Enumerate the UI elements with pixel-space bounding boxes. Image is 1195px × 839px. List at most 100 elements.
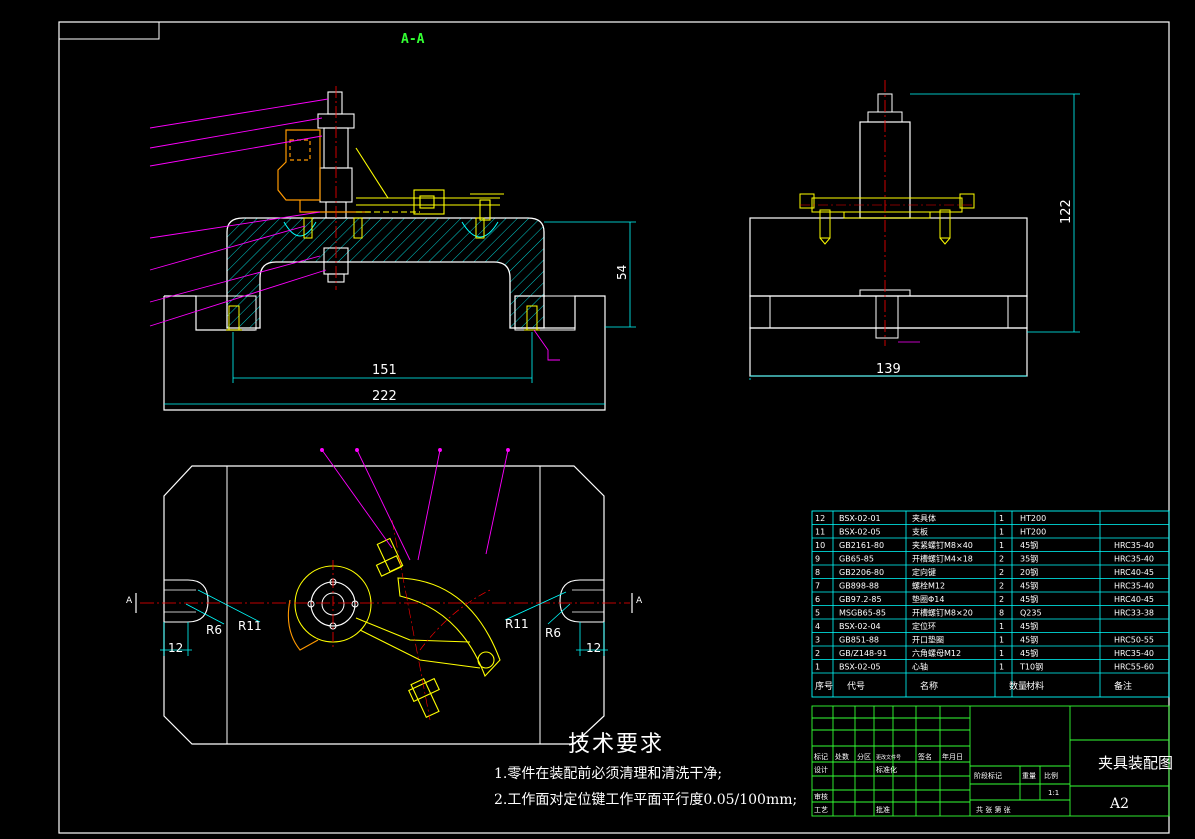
parts-cell-name: 定位环 (912, 621, 936, 631)
parts-cell-name: 开槽螺钉M4×18 (912, 554, 973, 564)
section-mark-left: A (126, 596, 133, 606)
right-foot (514, 295, 576, 331)
dim-front-outer-width: 222 (372, 389, 397, 404)
parts-cell-name: 六角螺母M12 (912, 648, 961, 658)
parts-cell-no: 4 (815, 622, 820, 631)
dim-plan-left-r-large: R11 (238, 619, 262, 633)
parts-cell-material: 45钢 (1020, 581, 1038, 591)
tb-review: 审核 (814, 792, 828, 801)
dim-side-height: 122 (1059, 199, 1074, 224)
parts-cell-code: GB851-88 (839, 636, 879, 645)
parts-cell-code: GB/Z148-91 (839, 649, 887, 658)
plan-leaders (321, 449, 509, 561)
plan-clamp-arm (355, 537, 501, 719)
dim-front-inner-width: 151 (372, 363, 397, 378)
parts-cell-code: GB898-88 (839, 582, 879, 591)
parts-cell-note: HRC35-40 (1114, 541, 1154, 550)
parts-cell-material: 20钢 (1020, 567, 1038, 577)
tb-count: 处数 (835, 752, 849, 761)
dim-plan-left-gap: 12 (168, 641, 183, 655)
parts-cell-no: 10 (815, 541, 825, 550)
parts-cell-code: BSX-02-01 (839, 514, 881, 523)
front-dimensions (164, 221, 636, 405)
tb-ratio: 比例 (1044, 771, 1058, 780)
parts-cell-name: 开槽螺钉M8×20 (912, 608, 973, 618)
parts-cell-code: BSX-02-04 (839, 622, 881, 631)
parts-header-material: 材料 (1026, 680, 1044, 692)
sheet-size: A2 (1109, 796, 1129, 812)
parts-cell-no: 1 (815, 663, 820, 672)
side-body-upper (749, 217, 1028, 297)
parts-cell-name: 心轴 (912, 662, 928, 672)
parts-cell-note: HRC55-60 (1114, 663, 1154, 672)
parts-cell-qty: 2 (999, 555, 1004, 564)
parts-cell-name: 定向键 (912, 567, 936, 577)
parts-cell-material: 45钢 (1020, 540, 1038, 550)
right-slot (559, 579, 604, 623)
parts-header-name: 名称 (920, 680, 938, 692)
parts-cell-code: GB2206-80 (839, 568, 884, 577)
parts-cell-qty: 1 (999, 541, 1004, 550)
tb-design: 设计 (814, 765, 828, 774)
dim-plan-right-r-large: R11 (505, 617, 529, 631)
tb-approve: 批准 (876, 805, 890, 814)
tb-scale: 1:1 (1048, 789, 1059, 797)
left-slot (164, 579, 209, 623)
parts-header-code: 代号 (847, 681, 865, 692)
side-view (749, 80, 1080, 380)
parts-cell-qty: 1 (999, 649, 1004, 658)
plan-view (135, 448, 633, 745)
parts-cell-qty: 1 (999, 528, 1004, 537)
parts-cell-name: 垫圈Φ14 (912, 594, 944, 604)
tb-process: 工艺 (814, 806, 828, 814)
parts-cell-code: BSX-02-05 (839, 663, 881, 672)
parts-cell-name: 开口垫圈 (912, 635, 944, 645)
dim-plan-right-gap: 12 (586, 641, 601, 655)
parts-cell-material: 45钢 (1020, 648, 1038, 658)
parts-cell-no: 6 (815, 595, 820, 604)
tb-sheets: 共 张 第 张 (976, 805, 1011, 814)
parts-cell-note: HRC50-55 (1114, 636, 1154, 645)
tb-weight: 重量 (1022, 772, 1036, 780)
parts-cell-material: 45钢 (1020, 621, 1038, 631)
tb-date: 年月日 (942, 752, 963, 761)
parts-cell-note: HRC40-45 (1114, 595, 1154, 604)
parts-cell-qty: 2 (999, 595, 1004, 604)
parts-cell-qty: 1 (999, 663, 1004, 672)
section-label: A-A (401, 32, 425, 47)
parts-cell-material: HT200 (1020, 528, 1046, 537)
parts-header-no: 序号 (815, 680, 833, 692)
clamp-arm (355, 147, 504, 221)
parts-cell-material: Q235 (1020, 609, 1042, 618)
parts-cell-qty: 1 (999, 636, 1004, 645)
parts-cell-code: GB97.2-85 (839, 595, 882, 604)
title-block (811, 705, 1170, 817)
front-section-view (149, 86, 636, 411)
parts-cell-note: HRC40-45 (1114, 568, 1154, 577)
clamp-body (277, 129, 370, 213)
parts-cell-no: 2 (815, 649, 820, 658)
tb-zone: 分区 (857, 752, 871, 761)
parts-cell-material: 45钢 (1020, 594, 1038, 604)
section-mark-right: A (636, 596, 643, 606)
parts-cell-code: GB65-85 (839, 555, 874, 564)
drawing-title: 夹具装配图 (1098, 754, 1173, 772)
parts-cell-note: HRC33-38 (1114, 609, 1154, 618)
parts-cell-qty: 8 (999, 609, 1004, 618)
parts-header-note: 备注 (1114, 680, 1132, 692)
parts-cell-name: 螺栓M12 (912, 581, 945, 591)
parts-cell-no: 8 (815, 568, 820, 577)
parts-cell-qty: 2 (999, 582, 1004, 591)
parts-cell-no: 5 (815, 609, 820, 618)
tb-standardize: 标准化 (876, 765, 897, 774)
tb-stage-mark: 阶段标记 (974, 771, 1002, 780)
parts-cell-code: GB2161-80 (839, 541, 884, 550)
parts-header-qty: 数量 (1009, 680, 1027, 692)
parts-cell-material: 35钢 (1020, 554, 1038, 564)
dim-side-width: 139 (876, 362, 901, 377)
side-body-lower (749, 295, 1028, 329)
side-dimensions (749, 93, 1080, 380)
parts-cell-note: HRC35-40 (1114, 582, 1154, 591)
tech-requirements-title: 技术要求 (568, 732, 665, 757)
